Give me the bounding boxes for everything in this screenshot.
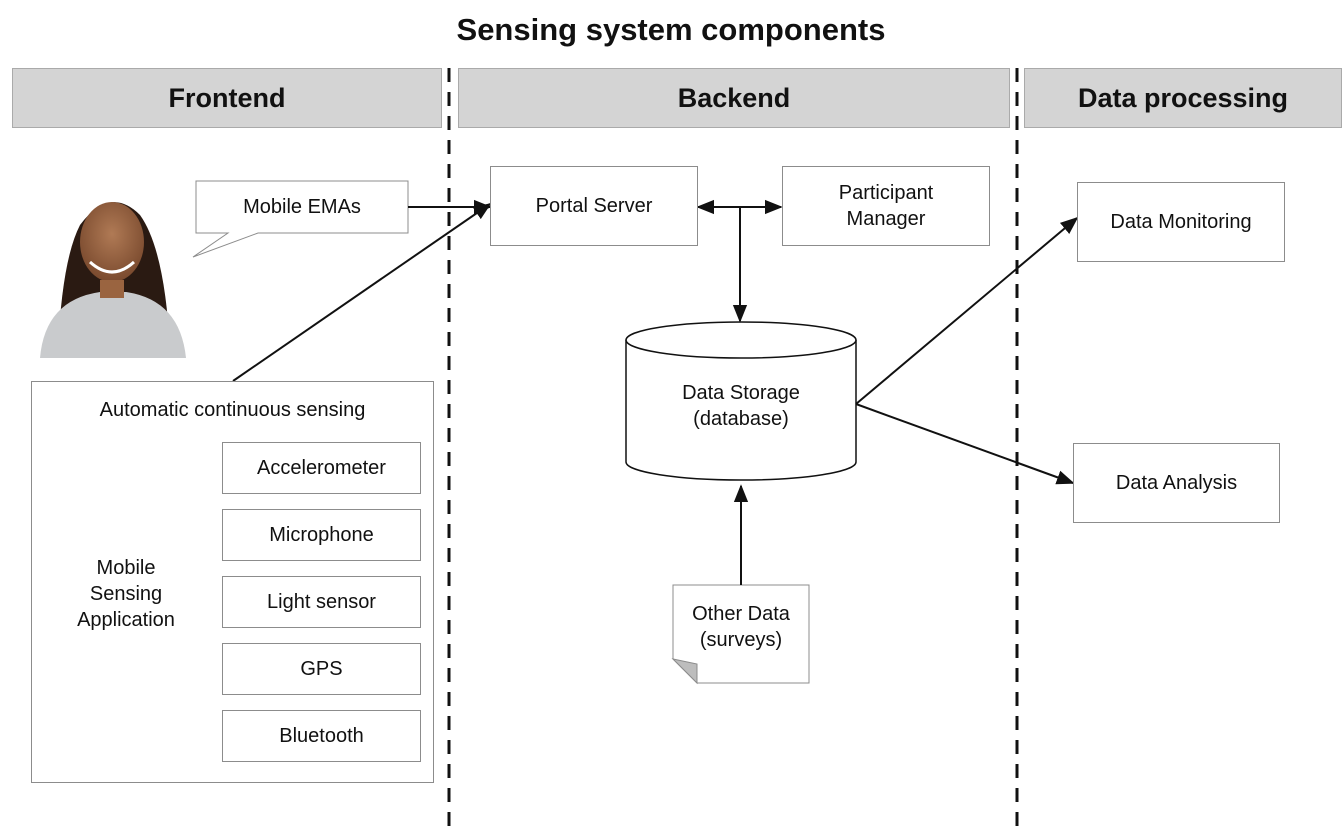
diagram-title: Sensing system components <box>456 12 886 47</box>
arrow-storage-to-analysis <box>855 403 1075 485</box>
database-cylinder-shape <box>625 321 857 481</box>
sensor-accelerometer: Accelerometer <box>222 442 421 494</box>
arrow-storage-to-monitoring <box>855 216 1079 405</box>
portal-server-box: Portal Server <box>490 166 698 246</box>
note-shape <box>672 584 810 684</box>
mobile-emas-bubble: Mobile EMAs <box>243 196 361 218</box>
mobile-sensing-app-label: Mobile Sensing Application <box>77 556 175 631</box>
other-data-label: Other Data (surveys) <box>692 603 790 651</box>
automatic-sensing-title: Automatic continuous sensing <box>99 399 366 421</box>
arrow-sensing-to-portal <box>232 202 492 382</box>
section-header-data-processing: Data processing <box>1024 68 1342 128</box>
sensor-bluetooth: Bluetooth <box>222 710 421 762</box>
data-analysis-box: Data Analysis <box>1073 443 1280 523</box>
sensor-gps: GPS <box>222 643 421 695</box>
participant-manager-box: Participant Manager <box>782 166 990 246</box>
person-photo <box>38 186 188 358</box>
data-storage-label: Data Storage (database) <box>682 382 800 430</box>
section-header-backend: Backend <box>458 68 1010 128</box>
sensor-microphone: Microphone <box>222 509 421 561</box>
data-monitoring-box: Data Monitoring <box>1077 182 1285 262</box>
sensor-light: Light sensor <box>222 576 421 628</box>
section-header-frontend: Frontend <box>12 68 442 128</box>
speech-bubble-shape <box>192 180 409 258</box>
